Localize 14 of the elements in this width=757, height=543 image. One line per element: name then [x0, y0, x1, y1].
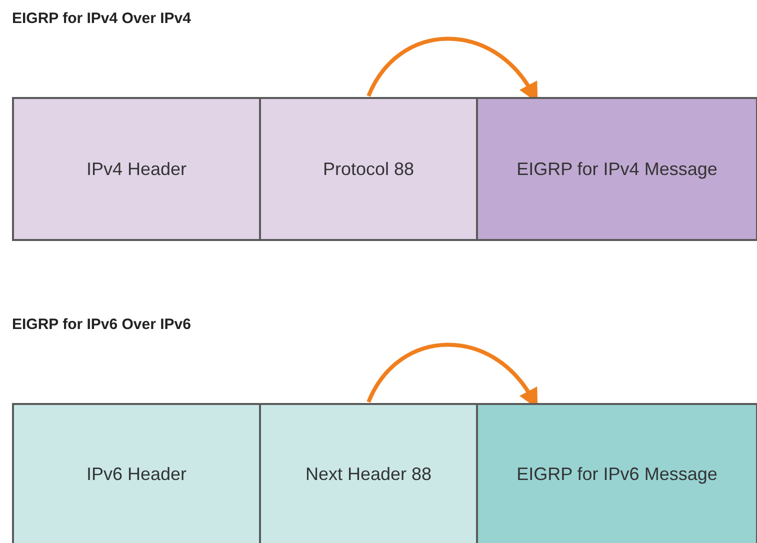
header-field-box: [259, 403, 478, 543]
header-field-box: [12, 403, 261, 543]
section-heading: EIGRP for IPv4 Over IPv4: [12, 10, 191, 27]
section-heading: EIGRP for IPv6 Over IPv6: [12, 316, 191, 333]
header-field-box: [476, 403, 757, 543]
field-label: Protocol 88: [322, 158, 414, 180]
header-field-box: [12, 97, 261, 241]
field-label: IPv4 Header: [86, 158, 187, 180]
field-label: Next Header 88: [305, 464, 432, 484]
header-field-box: [259, 97, 478, 241]
field-label: IPv6 Header: [86, 464, 187, 484]
field-label: EIGRP for IPv4 Message: [516, 158, 718, 180]
field-label: EIGRP for IPv6 Message: [516, 464, 718, 484]
header-field-box: [476, 97, 757, 241]
